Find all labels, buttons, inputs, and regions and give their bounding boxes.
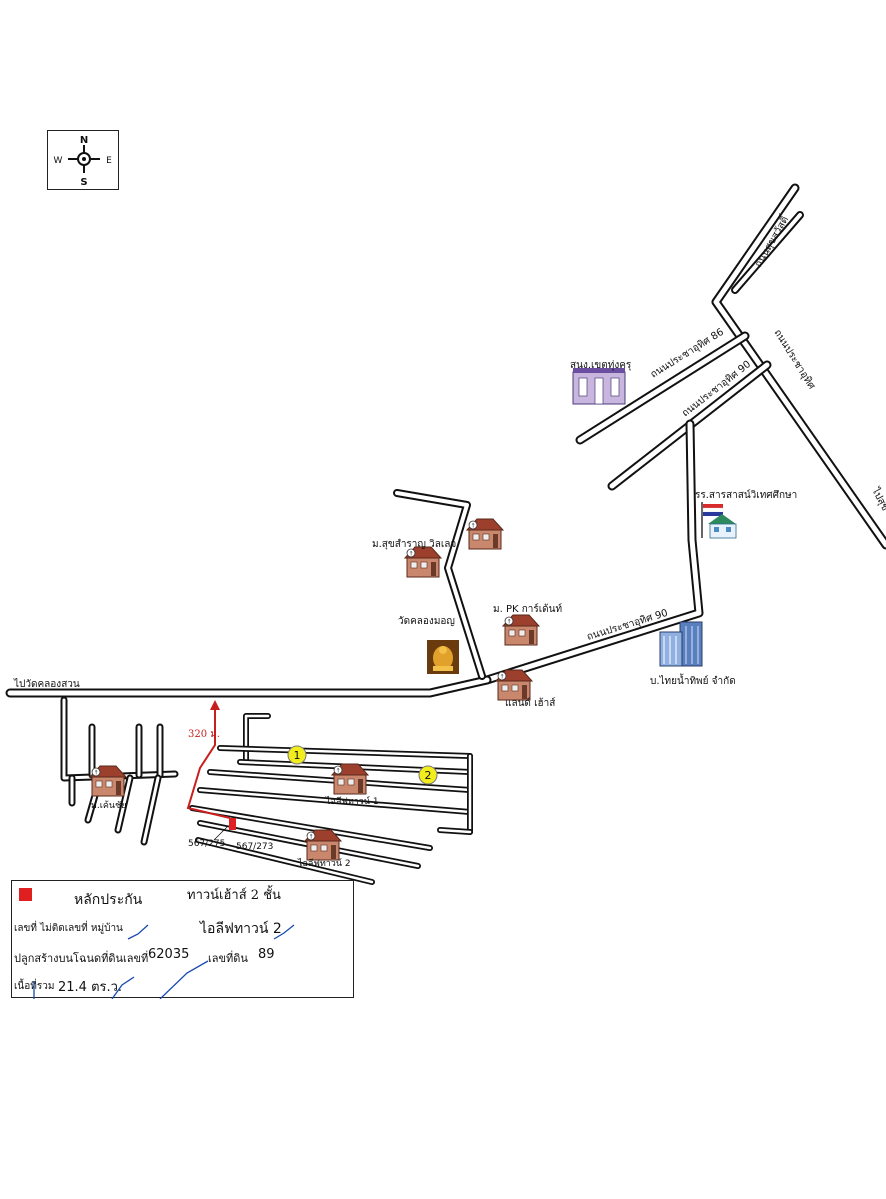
compass-n: N [80, 135, 88, 146]
collateral-info-box: หลักประกัน ทาวน์เฮ้าส์ 2 ชั้น เลขที่ ไม่… [11, 880, 354, 999]
school-icon [701, 502, 737, 539]
house-life2-icon [304, 829, 342, 861]
legend-swatch [19, 888, 32, 901]
route-line [186, 705, 231, 819]
label-school: รร.สารสาสน์วิเทศศึกษา [695, 489, 797, 501]
label-village-land: แลนด์ เฮ้าส์ [505, 697, 555, 709]
label-distance: 320 ม. [188, 729, 220, 740]
roads [5, 183, 886, 885]
land-label: เลขที่ดิน [208, 952, 248, 965]
compass-rose: N S W E [47, 130, 119, 190]
marker-1-label: 1 [294, 749, 301, 762]
road-loop [482, 419, 704, 685]
house-chai-icon [89, 765, 127, 797]
marker-1-icon [287, 745, 307, 765]
house-pk-icon [502, 614, 540, 646]
house-suk-north-icon [466, 518, 504, 550]
label-village-suk: ม.สุขสำราญ วิลเลจ [372, 539, 456, 550]
marker-2-label: 2 [425, 769, 432, 782]
deed-label: ปลูกสร้างบนโฉนดที่ดินเลขที่ [14, 952, 149, 965]
project-name: ไอลีฟทาวน์ 2 [200, 921, 282, 937]
label-company: บ.ไทยน้ำทิพย์ จำกัด [650, 673, 736, 687]
compass-e: E [106, 156, 112, 166]
house-life1-icon [331, 763, 369, 795]
road-to-wat [5, 675, 492, 698]
temple-icon [427, 640, 459, 674]
target-lot [229, 818, 236, 830]
land-number: 89 [258, 947, 275, 962]
office-building-icon [659, 621, 703, 667]
road-main-highway [711, 183, 886, 550]
pointer-line [213, 825, 229, 841]
label-right-edge: ไปสุข [869, 485, 886, 513]
label-village-pk: ม. PK การ์เด้นท์ [493, 603, 562, 615]
road-life-grid [189, 713, 473, 885]
label-to-wat: ไปวัดคลองสวน [13, 678, 80, 690]
compass-w: W [54, 156, 63, 166]
house-land-icon [495, 669, 533, 701]
label-main-highway: ถนนประชาอุทิศ [771, 328, 817, 392]
address-label: เลขที่ ไม่ติดเลขที่ หมู่บ้าน [14, 923, 123, 934]
label-temple: วัดคลองมอญ [398, 616, 455, 627]
deed-number: 62035 [148, 947, 190, 962]
road-north-spur [393, 489, 486, 680]
label-district-office: สนง.เขตทุ่งครุ [570, 360, 632, 371]
label-house-273: 567/273 [236, 842, 273, 852]
label-village-chai: ม.เค้นชัย [91, 800, 126, 811]
road-soi-86 [575, 331, 750, 445]
road-chai-village [60, 696, 179, 846]
route-arrow-icon [210, 700, 220, 710]
district-office-icon [572, 368, 626, 405]
label-village-life2: ไอลีฟทาวน์ 2 [297, 857, 351, 869]
property-type: ทาวน์เฮ้าส์ 2 ชั้น [187, 888, 281, 903]
compass-s: S [80, 177, 87, 188]
label-village-life1: ไอลีฟทาวน์ 1 [325, 795, 379, 807]
check-marks [33, 924, 295, 999]
area-value: 21.4 ตร.ว. [58, 980, 123, 995]
legend-label: หลักประกัน [74, 892, 143, 908]
label-house-275: 567/275 [188, 839, 225, 849]
house-suk-icon [404, 546, 442, 578]
marker-2-icon [418, 765, 438, 785]
